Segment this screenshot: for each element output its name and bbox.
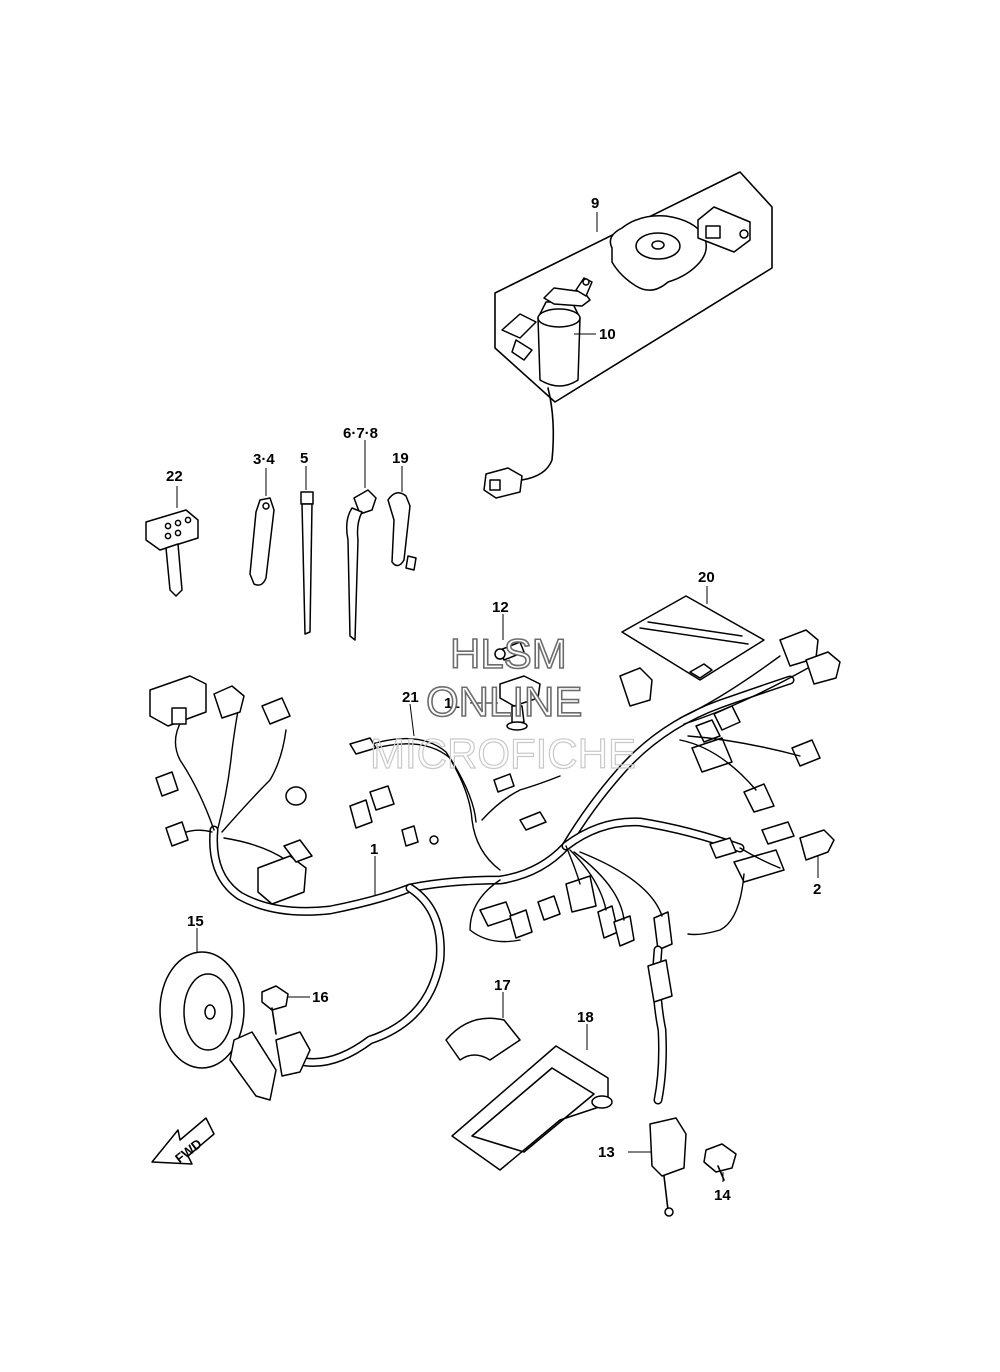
part-15-horn: 15 [159, 913, 311, 1101]
callout-13: 13 [598, 1144, 615, 1161]
part-11-12-switch: 12 11 [444, 599, 541, 731]
callout-11: 11 [444, 695, 460, 712]
part-17-cover: 17 [445, 977, 521, 1061]
part-16-bolt: 16 [261, 985, 329, 1035]
callout-19: 19 [392, 450, 409, 467]
callout-15: 15 [187, 913, 204, 930]
watermark-line1: HLSM [450, 630, 567, 677]
callout-22: 22 [166, 468, 183, 485]
part-13-sensor: 13 14 [598, 945, 737, 1217]
part-21-sub-harness: 21 [349, 689, 501, 871]
watermark: HLSM ONLINE MICROFICHE [369, 629, 636, 777]
callout-3-4: 3·4 [253, 451, 275, 468]
watermark-line3: MICROFICHE [370, 730, 636, 777]
callout-9: 9 [591, 195, 599, 212]
part-5-cable-tie: 5 [300, 450, 314, 635]
part-19-clip: 19 [387, 450, 417, 571]
callout-17: 17 [494, 977, 511, 994]
watermark-line2: ONLINE [426, 678, 582, 725]
ignition-switch-kit: 9 10 [483, 171, 773, 499]
part-2-fuse: 2 [799, 829, 835, 898]
callout-2: 2 [813, 881, 821, 898]
callout-18: 18 [577, 1009, 594, 1026]
callout-21: 21 [402, 689, 419, 706]
callout-6-7-8: 6·7·8 [343, 425, 378, 442]
part-18-bracket: 18 [451, 1009, 613, 1171]
part-1-main-harness: 1 [149, 629, 841, 1067]
callout-20: 20 [698, 569, 715, 586]
callout-16: 16 [312, 989, 329, 1006]
callout-14: 14 [714, 1187, 731, 1204]
callout-12: 12 [492, 599, 509, 616]
callout-10: 10 [599, 326, 616, 343]
callout-5: 5 [300, 450, 308, 467]
part-20-label: 20 [621, 569, 765, 681]
callout-1: 1 [370, 841, 378, 858]
part-6-7-8-band: 6·7·8 [343, 425, 378, 641]
fwd-arrow-icon: FWD [151, 1117, 215, 1166]
part-22-key: 22 [145, 468, 199, 597]
part-3-4-clamp: 3·4 [249, 451, 275, 586]
